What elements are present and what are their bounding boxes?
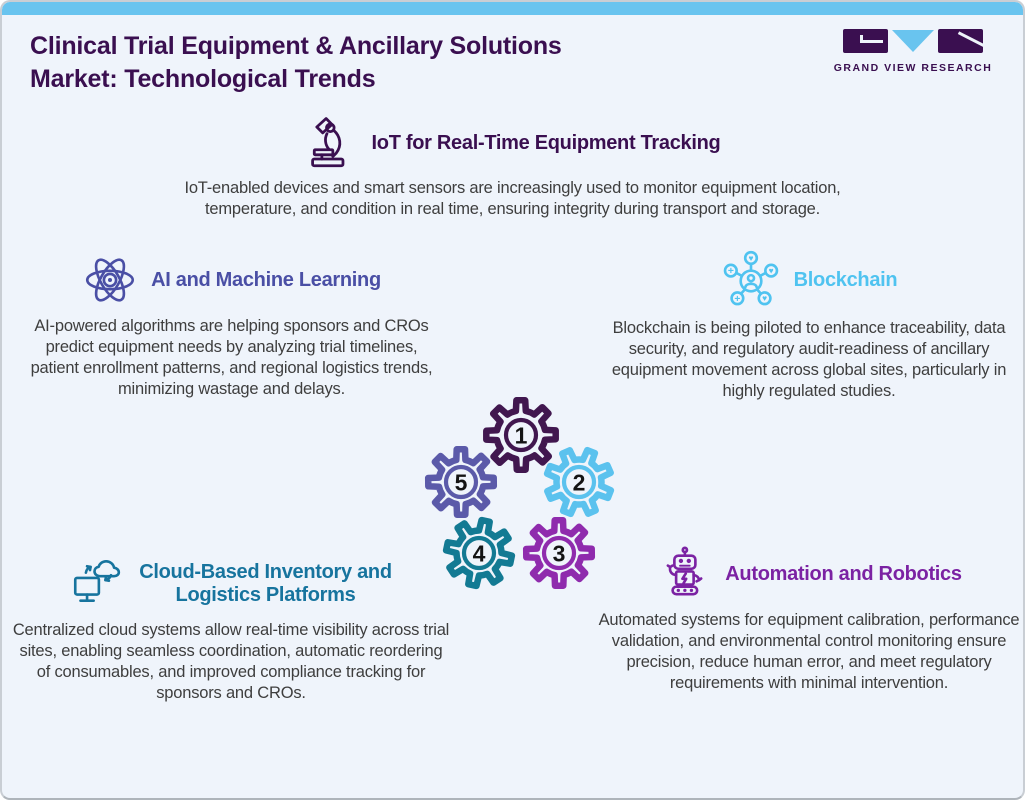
gvr-logo-mark	[833, 29, 993, 55]
gear-2: 2	[543, 446, 615, 518]
svg-text:♥: ♥	[748, 253, 753, 263]
section-ai: AI and Machine Learning AI-powered algor…	[24, 252, 439, 400]
section-cloud: Cloud-Based Inventory and Logistics Plat…	[12, 556, 450, 704]
section-heading-iot: IoT for Real-Time Equipment Tracking	[371, 131, 721, 154]
section-body-blockchain: Blockchain is being piloted to enhance t…	[611, 319, 1007, 400]
cloud-sync-monitor-icon	[74, 559, 121, 602]
grand-view-research-logo: GRAND VIEW RESEARCH	[833, 29, 993, 74]
gear-4: 4	[442, 516, 516, 590]
gear-number: 1	[515, 422, 528, 448]
section-heading-cloud: Cloud-Based Inventory and Logistics Plat…	[139, 561, 392, 606]
section-automation: Automation and Robotics Automated system…	[595, 546, 1023, 694]
network-nodes-icon: ♥ + ♥ + ♥	[723, 250, 778, 306]
section-body-iot: IoT-enabled devices and smart sensors ar…	[184, 179, 841, 218]
section-heading-ai: AI and Machine Learning	[151, 268, 381, 291]
top-accent-bar	[2, 2, 1023, 15]
logo-v-triangle	[892, 30, 934, 52]
numbered-gears-graphic: 1 2 3 4 5	[424, 397, 615, 590]
svg-text:+: +	[727, 266, 733, 277]
gear-number: 5	[455, 469, 468, 495]
gear-1: 1	[483, 397, 559, 473]
section-heading-automation: Automation and Robotics	[725, 562, 962, 585]
svg-text:+: +	[734, 294, 740, 305]
atom-icon	[86, 258, 135, 302]
page-title: Clinical Trial Equipment & Ancillary Sol…	[30, 32, 562, 93]
section-blockchain: ♥ + ♥ + ♥ Blockchain Blockchain is being…	[595, 250, 1023, 402]
svg-text:♥: ♥	[768, 266, 773, 276]
logo-g-block	[843, 29, 888, 53]
section-body-cloud: Centralized cloud systems allow real-tim…	[12, 621, 450, 702]
logo-r-block	[938, 29, 983, 53]
microscope-icon	[310, 117, 344, 168]
gear-3: 3	[522, 516, 596, 590]
section-body-automation: Automated systems for equipment calibrat…	[598, 611, 1020, 692]
section-iot: IoT for Real-Time Equipment Tracking IoT…	[2, 116, 1023, 220]
section-body-ai: AI-powered algorithms are helping sponso…	[30, 317, 433, 398]
logo-brand-text: GRAND VIEW RESEARCH	[833, 62, 993, 74]
section-heading-blockchain: Blockchain	[793, 268, 898, 291]
svg-text:♥: ♥	[762, 293, 767, 303]
robot-icon	[666, 546, 703, 596]
gear-number: 2	[573, 469, 586, 495]
gear-5: 5	[424, 445, 498, 519]
gear-number: 3	[553, 540, 566, 566]
gear-number: 4	[473, 540, 486, 566]
